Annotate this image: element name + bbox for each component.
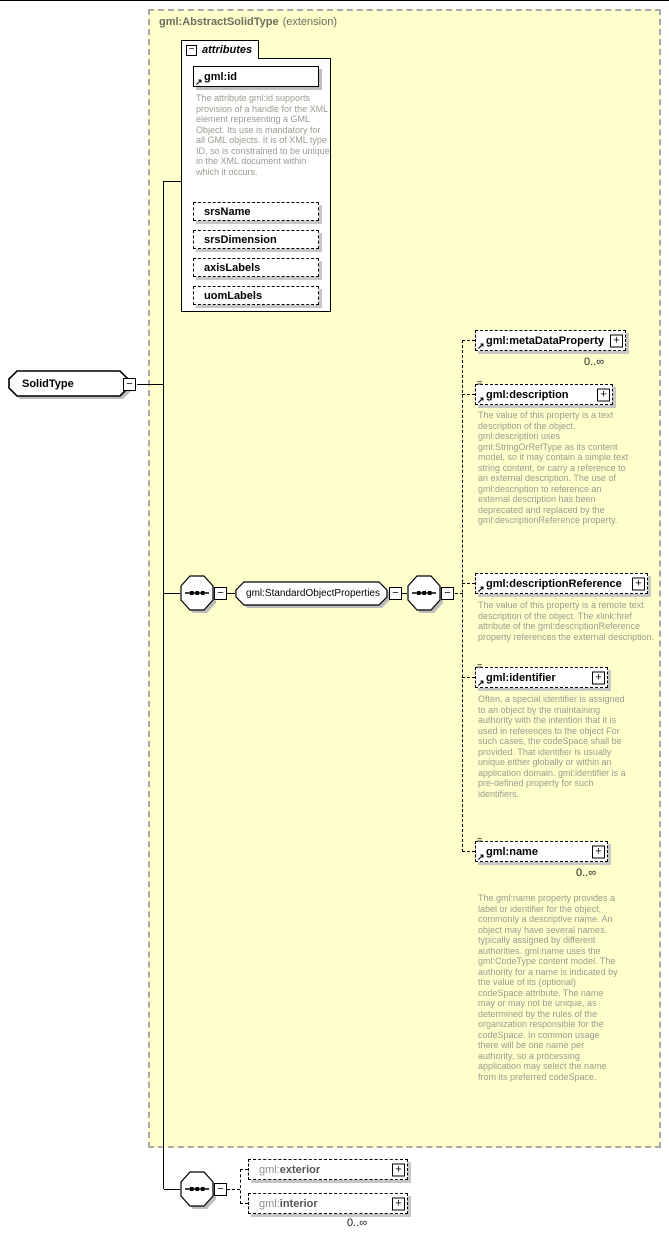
expand-toggle-icon[interactable]: +	[632, 577, 645, 590]
root-element-solidtype[interactable]: SolidType	[8, 370, 132, 400]
collapse-toggle-icon[interactable]: −	[441, 587, 454, 600]
element-name: gml:name	[486, 845, 538, 858]
sequence-compositor[interactable]	[180, 575, 217, 615]
dashed-connector-line	[455, 593, 463, 594]
occurrence-label: 0..∞	[584, 356, 605, 368]
attribute-uomlabels[interactable]: uomLabels	[193, 286, 319, 305]
element-name: exterior	[279, 1163, 321, 1176]
element-doc: The value of this property is a remote t…	[478, 600, 655, 642]
element-gml-identifier[interactable]: ≡ ↗ gml:identifier +	[475, 662, 608, 688]
attributes-label: attributes	[202, 44, 253, 56]
element-name: gml:metaDataProperty	[486, 334, 604, 347]
element-doc: Often, a special identifier is assigned …	[478, 694, 626, 799]
connector-line	[164, 593, 180, 594]
attribute-axislabels[interactable]: axisLabels	[193, 258, 319, 277]
collapse-toggle-icon[interactable]: −	[214, 587, 227, 600]
element-doc: The gml:name property provides a label o…	[478, 893, 618, 1082]
connector-line	[227, 593, 235, 594]
extension-type-name: gml:AbstractSolidType	[159, 16, 279, 28]
dashed-connector-line	[240, 1203, 248, 1204]
root-element-label: SolidType	[22, 377, 74, 390]
attribute-arrow-icon: ↗	[195, 77, 203, 87]
connector-line	[137, 384, 163, 385]
collapse-toggle-icon[interactable]: −	[123, 378, 136, 391]
sequence-icon	[407, 575, 443, 613]
element-gml-descriptionreference[interactable]: ↗ gml:descriptionReference +	[475, 573, 648, 594]
element-arrow-icon: ↗	[477, 341, 485, 351]
dashed-connector-line	[462, 851, 475, 852]
element-name-prefix: gml:	[259, 1163, 280, 1176]
element-gml-metadataproperty[interactable]: ↗ gml:metaDataProperty +	[475, 330, 626, 351]
attributes-group-header[interactable]: − attributes	[181, 40, 259, 59]
dashed-connector-line	[462, 677, 475, 678]
element-name: gml:identifier	[486, 671, 556, 684]
element-arrow-icon: ↗	[477, 584, 485, 594]
element-gml-exterior[interactable]: gml:exterior +	[248, 1159, 408, 1180]
element-name: gml:descriptionReference	[486, 577, 622, 590]
attribute-name: srsDimension	[204, 233, 277, 246]
dashed-trunk-line	[240, 1169, 241, 1204]
element-gml-name[interactable]: ≡ ↗ gml:name +	[475, 836, 608, 862]
annotation-icon: ≡	[477, 378, 483, 388]
attribute-gml-id-doc: The attribute gml:id supports provision …	[196, 93, 330, 177]
connector-line	[163, 181, 181, 182]
attribute-srsname[interactable]: srsName	[193, 202, 319, 221]
expand-toggle-icon[interactable]: +	[592, 845, 605, 858]
element-arrow-icon: ↗	[477, 852, 485, 862]
expand-toggle-icon[interactable]: +	[392, 1163, 405, 1176]
sequence-compositor[interactable]	[180, 1171, 217, 1211]
sequence-compositor[interactable]	[407, 575, 444, 615]
collapse-toggle-icon[interactable]: −	[389, 587, 402, 600]
connector-line	[164, 1189, 180, 1190]
dashed-connector-line	[462, 394, 475, 395]
attribute-name: axisLabels	[204, 261, 261, 274]
expand-toggle-icon[interactable]: +	[610, 334, 623, 347]
dashed-connector-line	[227, 1189, 240, 1190]
element-gml-description[interactable]: ≡ ↗ gml:description +	[475, 379, 613, 405]
beveled-box-shape	[8, 370, 131, 399]
element-name: gml:description	[486, 388, 569, 401]
annotation-icon: ≡	[477, 835, 483, 845]
attribute-name: uomLabels	[204, 289, 263, 302]
collapse-toggle-icon[interactable]: −	[186, 44, 197, 56]
element-name: interior	[279, 1197, 318, 1210]
group-ref-standardobjectproperties[interactable]: gml:StandardObjectProperties	[235, 581, 391, 609]
attribute-srsdimension[interactable]: srsDimension	[193, 230, 319, 249]
beveled-box-shape	[235, 581, 390, 608]
attribute-name: gml:id	[204, 70, 237, 83]
extension-title: gml:AbstractSolidType(extension)	[159, 16, 337, 28]
element-gml-interior[interactable]: gml:interior +	[248, 1193, 408, 1214]
attribute-gml-id[interactable]: ↗ gml:id	[193, 66, 319, 87]
annotation-icon: ≡	[477, 661, 483, 671]
dashed-connector-line	[462, 340, 475, 341]
dashed-trunk-line	[462, 340, 463, 852]
dashed-connector-line	[462, 583, 475, 584]
sequence-icon	[180, 1171, 216, 1209]
expand-toggle-icon[interactable]: +	[597, 388, 610, 401]
trunk-connector-line	[163, 181, 164, 1189]
occurrence-label: 0..∞	[576, 867, 597, 879]
element-doc: The value of this property is a text des…	[478, 410, 629, 525]
extension-suffix: (extension)	[282, 16, 338, 28]
expand-toggle-icon[interactable]: +	[392, 1197, 405, 1210]
element-arrow-icon: ↗	[477, 678, 485, 688]
occurrence-label: 0..∞	[347, 1217, 368, 1229]
expand-toggle-icon[interactable]: +	[592, 671, 605, 684]
sequence-icon	[180, 575, 216, 613]
connector-line	[402, 593, 407, 594]
collapse-toggle-icon[interactable]: −	[214, 1183, 227, 1196]
element-name-prefix: gml:	[259, 1197, 280, 1210]
dashed-connector-line	[240, 1169, 248, 1170]
element-arrow-icon: ↗	[477, 395, 485, 405]
group-ref-label: gml:StandardObjectProperties	[246, 588, 380, 599]
attribute-name: srsName	[204, 205, 251, 218]
